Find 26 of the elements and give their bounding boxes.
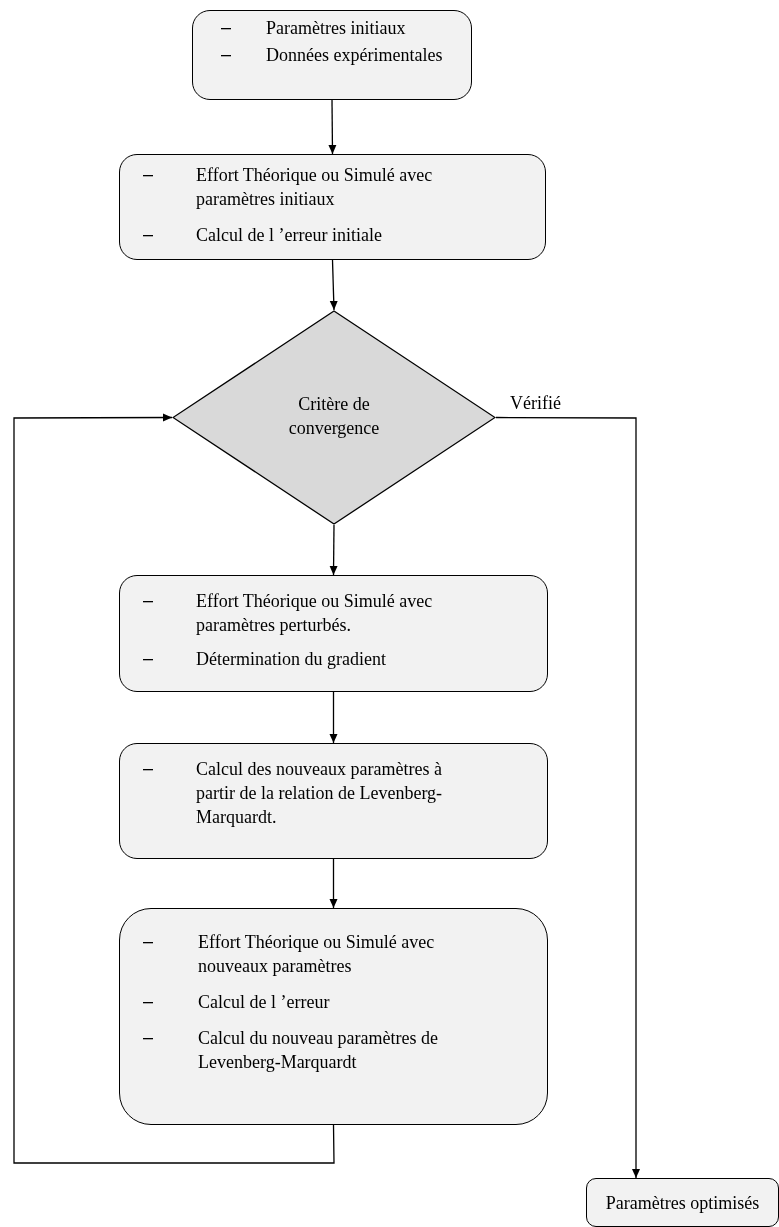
- decision-text: Critère de convergence: [287, 392, 381, 440]
- arrow: [329, 259, 338, 311]
- process-box: [119, 575, 548, 692]
- arrow: [495, 416, 640, 1179]
- list-item-text: Effort Théorique ou Simulé avec paramètres initiaux: [196, 164, 434, 211]
- process-box: [192, 10, 472, 100]
- arrow: [328, 99, 337, 155]
- list-item-text: Paramètres initiaux: [266, 17, 407, 40]
- list-item-text: Calcul de l ’erreur initiale: [196, 224, 383, 247]
- list-item-text: Détermination du gradient: [196, 648, 387, 671]
- list-item-text: Données expérimentales: [266, 44, 444, 67]
- process-box: [586, 1178, 779, 1227]
- list-item-text: Effort Théorique ou Simulé avec nouveaux paramètres: [198, 931, 436, 978]
- arrow: [329, 858, 338, 909]
- arrow: [329, 691, 338, 744]
- list-item-text: Calcul des nouveaux paramètres à partir de la relation de Levenberg-Marquardt.: [196, 758, 444, 829]
- process-box: [119, 743, 548, 859]
- list-item-text: Calcul de l ’erreur: [198, 991, 331, 1014]
- list-item-text: Effort Théorique ou Simulé avec paramètres perturbés.: [196, 590, 434, 637]
- arrow: [329, 524, 338, 576]
- list-item-text: Calcul du nouveau paramètres de Levenberg-Marquardt: [198, 1027, 439, 1074]
- process-box: [119, 908, 548, 1125]
- decision-diamond: [172, 310, 496, 525]
- arrow: [13, 413, 335, 1164]
- process-text: Paramètres optimisés: [604, 1192, 761, 1215]
- process-box: [119, 154, 546, 260]
